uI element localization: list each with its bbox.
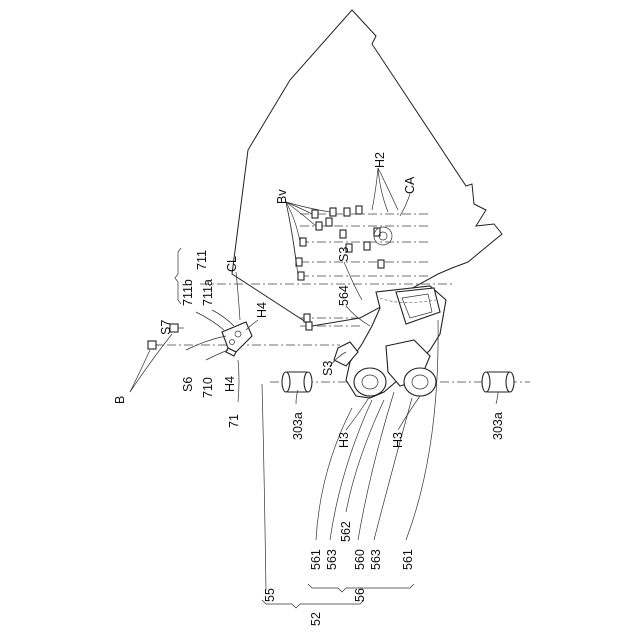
label-303a-right: 303a bbox=[491, 412, 505, 440]
label-s7: S7 bbox=[159, 320, 173, 335]
label-s3-upper: S3 bbox=[337, 247, 351, 262]
label-710: 710 bbox=[201, 377, 215, 398]
label-s3-lower: S3 bbox=[321, 361, 335, 376]
label-561-right: 561 bbox=[401, 549, 415, 570]
label-71: 71 bbox=[227, 414, 241, 428]
leader-line-ca bbox=[400, 194, 410, 216]
label-711a: 711a bbox=[201, 279, 215, 306]
leader-lines-h2 bbox=[372, 168, 398, 212]
label-711b: 711b bbox=[181, 279, 195, 306]
label-560: 560 bbox=[353, 549, 367, 570]
label-s6: S6 bbox=[181, 377, 195, 392]
leader-lines-bv bbox=[286, 202, 330, 276]
label-303a-left: 303a bbox=[291, 412, 305, 440]
label-h2: H2 bbox=[373, 152, 387, 168]
brace-52 bbox=[262, 600, 364, 608]
label-561-left: 561 bbox=[309, 549, 323, 570]
label-bv: Bv bbox=[275, 189, 289, 204]
label-h4-lower: H4 bbox=[223, 376, 237, 392]
panel-outline bbox=[232, 10, 502, 326]
bolt-b-lower bbox=[148, 341, 162, 349]
label-56: 56 bbox=[353, 588, 367, 602]
label-h4-upper: H4 bbox=[255, 302, 269, 318]
label-711: 711 bbox=[195, 250, 209, 270]
label-ca: CA bbox=[403, 176, 417, 194]
label-562: 562 bbox=[339, 521, 353, 542]
label-564: 564 bbox=[337, 285, 351, 306]
label-h3-left: H3 bbox=[337, 432, 351, 448]
label-b: B bbox=[113, 396, 127, 404]
label-h3-right: H3 bbox=[391, 432, 405, 448]
bushing-left bbox=[282, 372, 312, 392]
label-55: 55 bbox=[263, 588, 277, 602]
label-563-left: 563 bbox=[325, 549, 339, 570]
bushing-right bbox=[482, 372, 514, 392]
label-52: 52 bbox=[309, 612, 323, 626]
label-563-right: 563 bbox=[369, 549, 383, 570]
label-cl: CL bbox=[225, 256, 239, 272]
